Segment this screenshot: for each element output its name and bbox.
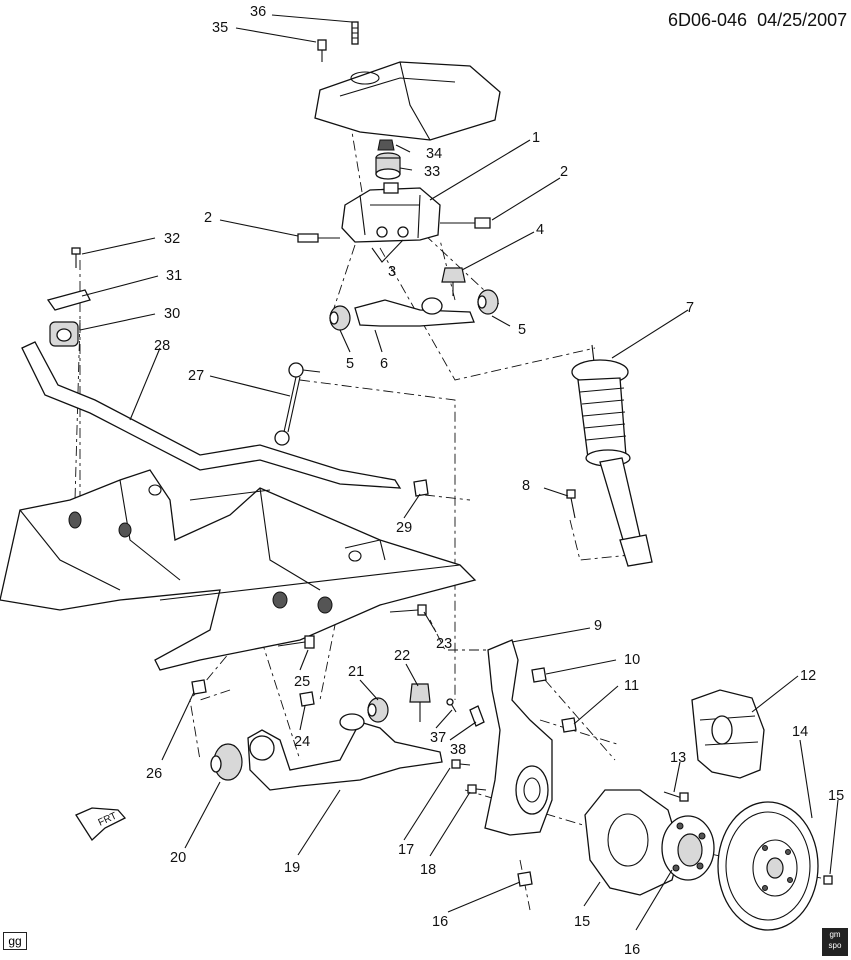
callout-26: 24 [294, 734, 310, 750]
assembly-lines [74, 119, 831, 911]
front-subframe [0, 469, 477, 671]
bolt-27 [277, 635, 315, 649]
callout-labels: 36 35 1 2 2 34 33 3 4 5 5 6 7 8 32 31 30… [146, 4, 844, 958]
callout-36: 34 [426, 146, 442, 162]
callout-15: 15 [828, 788, 844, 804]
callout-37: 35 [212, 20, 228, 36]
callout-27: 25 [294, 674, 310, 690]
callout-35: 33 [424, 164, 440, 180]
callout-32: 30 [164, 306, 180, 322]
front-direction-arrow: FRT [75, 807, 127, 842]
caliper-12 [691, 689, 765, 779]
bushing-22 [210, 743, 243, 781]
clamp-33 [46, 289, 91, 311]
stabilizer-link-29 [274, 362, 321, 446]
nut-11 [561, 717, 577, 733]
bolt-13 [663, 791, 689, 802]
nut-36 [377, 139, 395, 151]
upper-control-arm-6 [354, 297, 475, 327]
pin-39 [446, 698, 457, 713]
bolt-19 [451, 759, 471, 769]
callout-19: 17 [398, 842, 414, 858]
nut-31 [413, 479, 429, 497]
diagram-date: 04/25/2007 [757, 10, 848, 30]
callout-4: 4 [536, 222, 544, 238]
bushing-23 [367, 697, 389, 723]
callout-18: 16 [432, 914, 448, 930]
rotor-14 [717, 801, 819, 931]
callout-38: 36 [250, 4, 266, 20]
bolt-2-right [440, 217, 491, 229]
callout-40: 38 [450, 742, 466, 758]
bushing-5-left [329, 305, 351, 331]
callout-1: 1 [532, 130, 540, 146]
callout-6: 6 [380, 356, 388, 372]
callout-30: 28 [154, 338, 170, 354]
upper-bracket-1 [341, 182, 441, 243]
callout-24: 22 [394, 648, 410, 664]
callout-25: 23 [436, 636, 452, 652]
callout-5-left: 5 [346, 356, 354, 372]
callout-28: 26 [146, 766, 162, 782]
nut-26 [299, 691, 315, 707]
nut-18 [517, 871, 533, 887]
bolt-8 [566, 489, 576, 519]
bolt-37 [317, 39, 327, 62]
callout-39: 37 [430, 730, 446, 746]
corner-tag: gg [3, 932, 27, 950]
bushing-35 [375, 152, 401, 180]
callout-5-right: 5 [518, 322, 526, 338]
callout-9: 9 [594, 618, 602, 634]
callout-20: 18 [420, 862, 436, 878]
bolt-34 [71, 247, 81, 268]
callout-16: 16 [624, 942, 640, 958]
gm-spo-logo: gm spo [822, 928, 848, 956]
callout-34: 32 [164, 231, 180, 247]
diagram-header: 6D06-046 04/25/2007 [668, 10, 847, 31]
callout-17: 15 [574, 914, 590, 930]
callout-14: 14 [792, 724, 808, 740]
screw-15 [823, 875, 833, 885]
stud-38 [351, 21, 359, 45]
steering-knuckle-9 [484, 639, 553, 836]
leader-lines [79, 14, 839, 931]
diagram-code: 6D06-046 [668, 10, 748, 30]
lower-control-arm-21 [247, 713, 443, 791]
clip-40 [469, 705, 485, 727]
washers-3 [376, 226, 409, 238]
nut-10 [531, 667, 547, 683]
callout-2-right: 2 [560, 164, 568, 180]
bolt-25 [389, 604, 427, 616]
callout-10: 10 [624, 652, 640, 668]
callout-22: 20 [170, 850, 186, 866]
callout-13: 13 [670, 750, 686, 766]
callout-23: 21 [348, 664, 364, 680]
callout-8: 8 [522, 478, 530, 494]
callout-7: 7 [686, 300, 694, 316]
callout-11: 11 [624, 678, 639, 694]
callout-33: 31 [166, 268, 182, 284]
callout-3: 3 [388, 264, 396, 280]
callout-21: 19 [284, 860, 300, 876]
hub-bearing-16 [661, 815, 715, 881]
callout-2-left: 2 [204, 210, 212, 226]
callout-29: 27 [188, 368, 204, 384]
bushing-5-right [477, 289, 499, 315]
bolt-2-left [297, 233, 340, 243]
insulator-32 [49, 321, 79, 347]
callout-31: 29 [396, 520, 412, 536]
bolt-20 [467, 784, 487, 794]
strut-tower-cover [314, 61, 501, 141]
nut-28 [191, 679, 207, 695]
ball-joint-24 [409, 683, 431, 722]
stabilizer-bar-30 [21, 341, 402, 489]
strut-assembly-7 [571, 344, 653, 567]
ball-joint-4 [441, 267, 466, 296]
callout-12: 12 [800, 668, 816, 684]
